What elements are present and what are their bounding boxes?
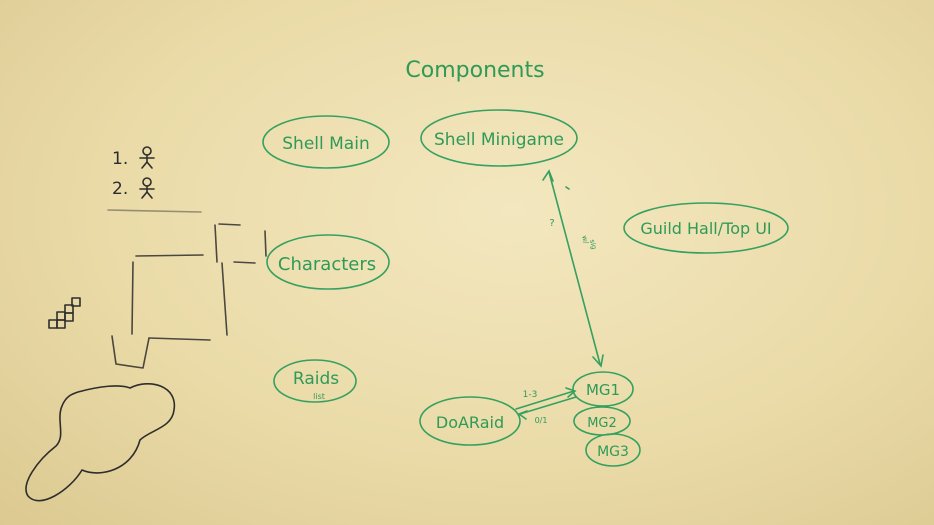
stick-figure-icon [139,146,155,169]
side-note-2: sig [588,239,598,251]
arrowhead-right-icon [565,387,577,398]
raid-to-mg-label: 1-3 [523,390,538,400]
mg-to-raid-label: 0/1 [535,416,548,425]
tick-mark [565,186,570,190]
raid-to-mg-arrow [515,390,575,410]
list-item-2-number: 2. [112,179,128,199]
arrowhead-left-icon [517,410,528,420]
list-item-1-number: 1. [112,149,128,169]
raids-label: Raids [293,369,339,389]
guild-hall-label: Guild Hall/Top UI [640,219,771,238]
board-title: Components [405,58,544,83]
shell-minigame-ellipse [420,109,578,167]
mg1-ellipse [572,371,634,407]
question-note: ? [549,218,554,229]
box-sketch [111,223,267,369]
shell-main-label: Shell Main [282,134,369,154]
arrowhead-up-icon [542,169,554,182]
minigame-mg-arrow [548,171,601,365]
mg3-ellipse [585,433,641,467]
mg3-label: MG3 [597,444,629,460]
shell-minigame-label: Shell Minigame [434,130,564,150]
mg1-label: MG1 [586,381,620,399]
guild-hall-ellipse [623,202,789,254]
do-a-raid-label: DoARaid [436,413,504,432]
blob-shape-icon [25,383,176,502]
divider-line [107,209,202,213]
shell-main-ellipse [262,115,390,169]
mg2-label: MG2 [587,416,617,431]
stair-blocks-icon [48,297,81,329]
raids-sub-label: list [313,392,325,401]
mg-to-raid-arrow [519,396,577,415]
stick-figure-icon [139,177,155,199]
arrowhead-down-icon [592,354,604,368]
characters-label: Characters [278,254,376,275]
raids-ellipse [273,359,357,403]
characters-ellipse [266,234,390,290]
do-a-raid-ellipse [419,396,521,446]
side-note-1: w/ [580,235,590,245]
